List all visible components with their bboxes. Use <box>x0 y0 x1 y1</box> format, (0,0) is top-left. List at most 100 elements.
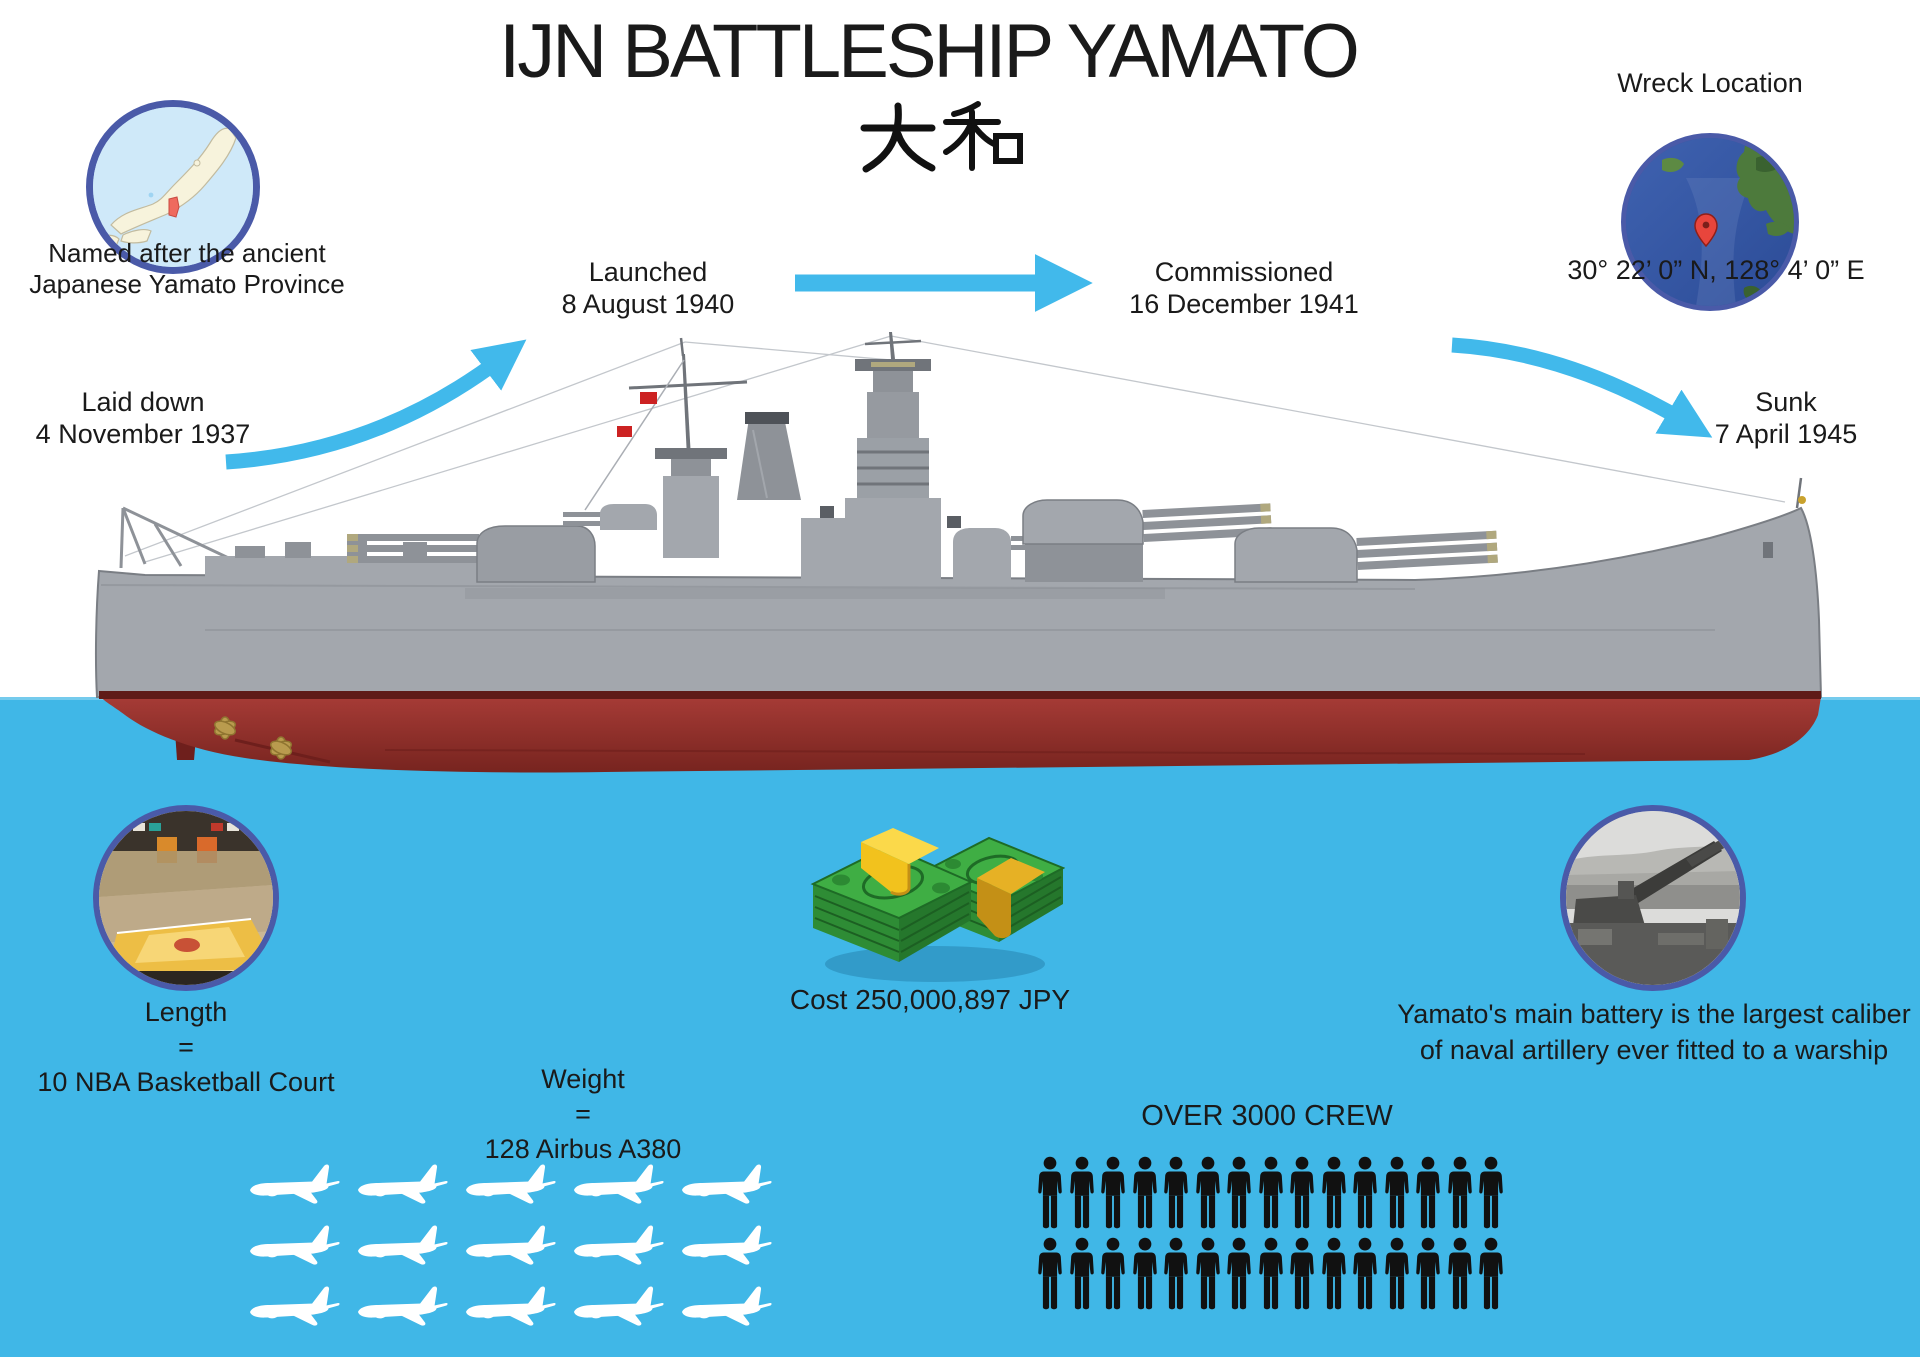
basketball-court-circle <box>93 805 279 991</box>
aft-tower-mainmast <box>584 337 748 558</box>
aft-secondary-turret <box>563 504 657 530</box>
crew-person-icon <box>1416 1156 1440 1229</box>
airplane-icon <box>466 1225 556 1265</box>
stern-crane <box>119 506 238 569</box>
timeline-launched-date: 8 August 1940 <box>561 289 735 319</box>
crew-person-icon <box>1290 1156 1314 1229</box>
crew-icons-grid <box>1036 1156 1505 1310</box>
crew-person-icon <box>1132 1237 1157 1310</box>
pagoda-tower <box>820 332 961 582</box>
airplane-icon <box>358 1164 448 1204</box>
timeline-launched: Launched 8 August 1940 <box>498 256 798 320</box>
crew-person-icon <box>1101 1237 1125 1310</box>
gold-band-icon <box>861 842 909 895</box>
origin-caption: Named after the ancient Japanese Yamato … <box>7 238 367 300</box>
airplane-icon <box>466 1286 556 1326</box>
bow-details <box>1763 477 1806 558</box>
rigging-lines <box>124 335 1786 563</box>
crew-person-icon <box>1038 1237 1062 1310</box>
crew-person-icon <box>1321 1237 1346 1310</box>
kanji-yamato-icon <box>860 101 1023 173</box>
wreck-heading: Wreck Location <box>1617 68 1803 98</box>
crew-person-icon <box>1038 1156 1062 1229</box>
airplane-icon <box>574 1286 664 1326</box>
timeline-sunk: Sunk 7 April 1945 <box>1666 386 1906 450</box>
ship-hull-red <box>99 691 1821 773</box>
crew-person-icon <box>1384 1156 1409 1229</box>
crew-person-icon <box>1164 1237 1188 1310</box>
airplane-icon <box>682 1225 772 1265</box>
length-equals: = <box>178 1032 194 1062</box>
airplane-icons-grid <box>248 1162 780 1328</box>
money-stack-icon <box>810 828 1065 982</box>
timeline-arrow-icon <box>1451 337 1713 438</box>
signal-flag-icon <box>617 426 632 437</box>
origin-caption-line1: Named after the ancient <box>48 238 326 268</box>
airplane-icon <box>250 1286 340 1326</box>
origin-caption-line2: Japanese Yamato Province <box>29 269 345 299</box>
japan-map-circle <box>86 100 260 274</box>
airplane-icon <box>574 1225 664 1265</box>
main-battery-photo-icon <box>1566 811 1740 985</box>
boot-topping-stripe <box>99 691 1821 699</box>
crew-person-icon <box>1069 1237 1094 1310</box>
crew-person-icon <box>1290 1237 1314 1310</box>
propeller-icon <box>214 716 292 760</box>
basketball-court-icon <box>99 811 273 985</box>
weight-title: Weight <box>541 1064 625 1094</box>
crew-caption: OVER 3000 CREW <box>1141 1100 1393 1132</box>
wreck-map-circle <box>1621 133 1799 311</box>
crew-person-icon <box>1195 1237 1220 1310</box>
crew-person-icon <box>1101 1156 1125 1229</box>
crew-person-icon <box>1447 1237 1472 1310</box>
crew-person-icon <box>1384 1237 1409 1310</box>
crew-person-icon <box>1321 1156 1346 1229</box>
crew-person-icon <box>1447 1156 1472 1229</box>
length-value: 10 NBA Basketball Court <box>37 1067 335 1097</box>
page-title-japanese: 大和 <box>832 98 1032 181</box>
boat-deck <box>801 518 845 580</box>
court-floor <box>106 918 273 974</box>
airplane-icon <box>250 1164 340 1204</box>
weight-value: 128 Airbus A380 <box>484 1134 682 1164</box>
crew-person-icon <box>1195 1156 1220 1229</box>
aft-main-turret <box>347 525 596 583</box>
timeline-commissioned-date: 16 December 1941 <box>1129 289 1359 319</box>
battery-caption: Yamato's main battery is the largest cal… <box>1393 996 1915 1068</box>
timeline-arrow-icon <box>225 339 527 470</box>
timeline-sunk-label: Sunk <box>1755 387 1817 417</box>
airplane-icon <box>682 1286 772 1326</box>
timeline-laid-down-date: 4 November 1937 <box>35 419 251 449</box>
airplane-icon <box>358 1286 448 1326</box>
funnel <box>737 412 801 500</box>
gold-band-icon <box>977 878 1011 939</box>
weight-caption: Weight = 128 Airbus A380 <box>433 1062 733 1167</box>
signal-flag-icon <box>640 392 657 404</box>
timeline-launched-label: Launched <box>588 257 708 287</box>
weight-equals: = <box>575 1099 591 1129</box>
battleship-illustration <box>94 332 1823 773</box>
crew-person-icon <box>1258 1156 1283 1229</box>
crew-person-icon <box>1479 1237 1503 1310</box>
main-battery-photo-circle <box>1560 805 1746 991</box>
battery-caption-line1: Yamato's main battery is the largest cal… <box>1397 999 1911 1029</box>
airplane-icon <box>250 1225 340 1265</box>
crew-person-icon <box>1132 1156 1157 1229</box>
japan-map-icon <box>93 107 253 267</box>
airplane-icon <box>358 1225 448 1265</box>
main-turret-1 <box>1234 527 1498 583</box>
length-caption: Length = 10 NBA Basketball Court <box>26 995 346 1100</box>
crew-person-icon <box>1164 1156 1188 1229</box>
wreck-map-pin-icon <box>1694 213 1718 248</box>
main-turret-2 <box>1022 499 1272 582</box>
length-title: Length <box>144 997 228 1027</box>
timeline-arrows <box>225 254 1713 470</box>
airplane-icon <box>466 1164 556 1204</box>
crew-person-icon <box>1258 1237 1283 1310</box>
wreck-map-icon <box>1626 138 1794 306</box>
crew-person-icon <box>1227 1237 1251 1310</box>
crew-person-icon <box>1227 1156 1251 1229</box>
timeline-commissioned: Commissioned 16 December 1941 <box>1074 256 1414 320</box>
timeline-sunk-date: 7 April 1945 <box>1714 419 1858 449</box>
